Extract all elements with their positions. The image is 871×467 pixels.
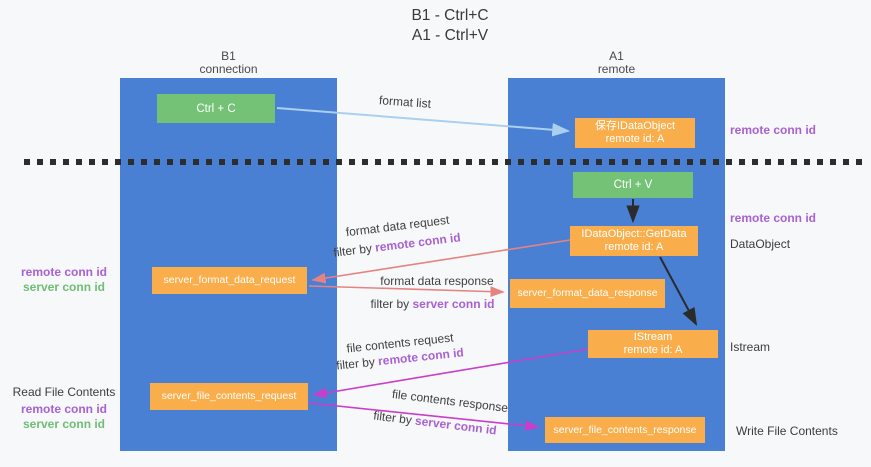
- istream-side-label: Istream: [730, 340, 771, 354]
- save-idataobject-line2: remote id: A: [605, 133, 665, 145]
- ctrl-v-label: Ctrl + V: [613, 179, 653, 191]
- server-conn-id-label-left-upper: server conn id: [22, 280, 106, 294]
- right-column-subtitle: remote: [597, 62, 636, 76]
- left-column-name: B1: [221, 49, 236, 63]
- left-column-subtitle: connection: [199, 62, 258, 76]
- server-format-data-request-label: server_format_data_request: [163, 274, 296, 286]
- idataobject-getdata-box: IDataObject::GetData remote id: A: [570, 226, 698, 256]
- getdata-line2: remote id: A: [604, 241, 664, 253]
- filter-by-text: filter by: [370, 297, 413, 311]
- remote-conn-id-label-mid-right: remote conn id: [730, 211, 817, 225]
- save-idataobject-line1: 保存IDataObject: [594, 120, 676, 132]
- dashed-separator-line: [24, 159, 864, 165]
- istream-line2: remote id: A: [623, 344, 683, 356]
- left-column-header: B1 connection: [120, 50, 337, 76]
- right-column-name: A1: [609, 49, 624, 63]
- filter-by-text: filter by: [372, 408, 416, 428]
- server-file-contents-response-box: server_file_contents_response: [545, 417, 705, 443]
- left-conn-id-block-lower: Read File Contents remote conn id server…: [8, 385, 120, 432]
- istream-line1: IStream: [633, 331, 673, 343]
- getdata-line1: IDataObject::GetData: [581, 228, 687, 240]
- remote-conn-id-label-top-right: remote conn id: [730, 123, 817, 137]
- dataobject-label: DataObject: [730, 237, 791, 251]
- format-list-label: format list: [378, 93, 432, 111]
- server-file-contents-response-label: server_file_contents_response: [553, 423, 697, 436]
- server-conn-id-keyword-1: server conn id: [412, 297, 495, 311]
- server-format-data-response-label: server_format_data_response: [517, 287, 658, 299]
- save-idataobject-box: 保存IDataObject remote id: A: [575, 118, 695, 148]
- right-column-header: A1 remote: [508, 50, 725, 76]
- filter-by-server-conn-id-label-1: filter by server conn id: [365, 297, 500, 311]
- remote-conn-id-label-left-upper: remote conn id: [20, 265, 107, 279]
- remote-conn-id-label-left-lower: remote conn id: [20, 402, 107, 416]
- server-format-data-response-box: server_format_data_response: [510, 279, 665, 308]
- server-file-contents-request-box: server_file_contents_request: [150, 383, 308, 410]
- server-format-data-request-box: server_format_data_request: [152, 267, 307, 294]
- filter-by-text: filter by: [332, 240, 377, 260]
- istream-box: IStream remote id: A: [588, 330, 718, 358]
- title-line-2: A1 - Ctrl+V: [411, 27, 489, 44]
- title-line-1: B1 - Ctrl+C: [411, 7, 489, 24]
- read-file-contents-label: Read File Contents: [12, 385, 116, 399]
- write-file-contents-label: Write File Contents: [736, 424, 838, 438]
- filter-by-text: filter by: [335, 354, 379, 373]
- server-conn-id-label-left-lower: server conn id: [22, 417, 106, 431]
- server-file-contents-request-label: server_file_contents_request: [161, 390, 297, 402]
- left-conn-id-block-upper: remote conn id server conn id: [8, 265, 120, 295]
- diagram-title: B1 - Ctrl+C A1 - Ctrl+V: [330, 6, 570, 46]
- ctrl-v-box: Ctrl + V: [573, 172, 693, 198]
- ctrl-c-box: Ctrl + C: [157, 94, 275, 123]
- format-data-response-label: format data response: [380, 274, 494, 288]
- ctrl-c-label: Ctrl + C: [196, 102, 236, 115]
- server-conn-id-keyword-2: server conn id: [414, 413, 498, 438]
